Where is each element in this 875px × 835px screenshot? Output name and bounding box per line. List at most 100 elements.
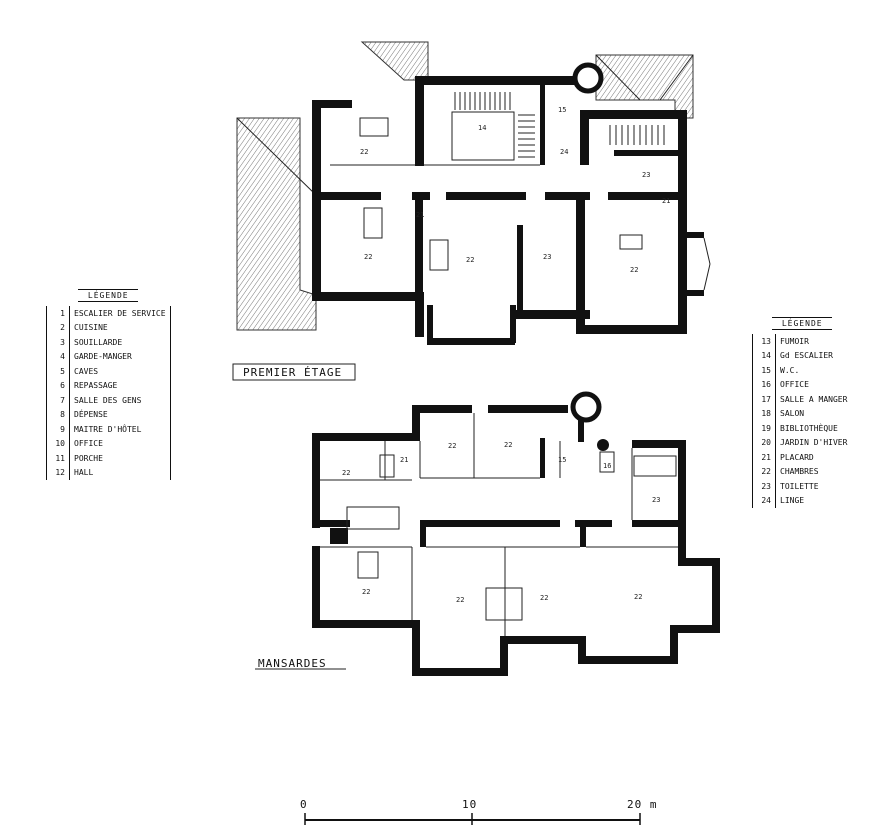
- legend-item-label: FUMOIR: [780, 336, 809, 346]
- legend-item-number: 3: [46, 335, 70, 350]
- bay-window-right: [686, 232, 711, 296]
- roof-hatch-left: [236, 117, 317, 331]
- room-label: 22: [466, 256, 474, 264]
- legend-item-number: 21: [752, 450, 776, 465]
- legend-item: 2 CUISINE: [46, 320, 171, 335]
- scale-label-10: 10: [462, 798, 477, 811]
- scale-label-20: 20 m: [627, 798, 658, 811]
- legend-item-number: 20: [752, 435, 776, 450]
- legend-item-number: 22: [752, 464, 776, 479]
- legend-item-number: 19: [752, 421, 776, 436]
- legend-item-number: 15: [752, 363, 776, 378]
- legend-item-number: 9: [46, 422, 70, 437]
- room-label: 22: [456, 596, 464, 604]
- legend-item-number: 10: [46, 436, 70, 451]
- legend-item-label: SALLE DES GENS: [74, 395, 142, 405]
- legend-item-number: 13: [752, 334, 776, 349]
- legend-item: 14 Gd ESCALIER: [752, 348, 852, 363]
- legend-item-label: JARDIN D'HIVER: [780, 438, 848, 448]
- legend-item-number: 16: [752, 377, 776, 392]
- legend-item-number: 2: [46, 320, 70, 335]
- scale-label-0: 0: [300, 798, 308, 811]
- legend-item-label: Gd ESCALIER: [780, 351, 833, 361]
- legend-item-label: CHAMBRES: [780, 467, 819, 477]
- legend-item-label: CAVES: [74, 366, 99, 376]
- legend-item: 16 OFFICE: [752, 377, 852, 392]
- legend-item-label: SALON: [780, 409, 805, 419]
- legend-item: 24 LINGE: [752, 493, 852, 508]
- legend-item: 1 ESCALIER DE SERVICE: [46, 306, 171, 321]
- room-label: 24: [560, 148, 568, 156]
- legend-item-label: BIBLIOTHÈQUE: [780, 423, 838, 433]
- scale-bar: 0 10 20 m: [300, 798, 658, 825]
- legend-item-number: 23: [752, 479, 776, 494]
- room-label: 22: [540, 594, 548, 602]
- room-label: 21: [400, 456, 408, 464]
- attic-plan: 22 21 22 22 15 16 23 22 22 22 22 MANSARD…: [255, 391, 720, 676]
- legend-table: 1 ESCALIER DE SERVICE 2 CUISINE 3 SOUILLARDE 4…: [46, 306, 171, 480]
- service-staircase: [609, 125, 665, 145]
- grand-staircase: [451, 92, 535, 161]
- attic-title: MANSARDES: [258, 657, 327, 670]
- legend-item-label: REPASSAGE: [74, 381, 118, 391]
- room-label: 22: [364, 253, 372, 261]
- legend-item: 22 CHAMBRES: [752, 464, 852, 479]
- legend-item-label: HALL: [74, 468, 94, 478]
- legend-item-label: SALLE A MANGER: [780, 394, 848, 404]
- room-label: 22: [630, 266, 638, 274]
- legend-item-number: 5: [46, 364, 70, 379]
- legend-item-label: DÉPENSE: [74, 410, 108, 420]
- legend-item-label: PLACARD: [780, 452, 814, 462]
- room-label: 21: [416, 211, 424, 219]
- legend-item: 21 PLACARD: [752, 450, 852, 465]
- legend-item-number: 8: [46, 407, 70, 422]
- legend-item: 17 SALLE A MANGER: [752, 392, 852, 407]
- legend-item-number: 18: [752, 406, 776, 421]
- room-label: 23: [543, 253, 551, 261]
- room-label: 14: [478, 124, 486, 132]
- legend-item: 7 SALLE DES GENS: [46, 393, 171, 408]
- room-label: 22: [342, 469, 350, 477]
- legend-item: 18 SALON: [752, 406, 852, 421]
- legend-item-label: W.C.: [780, 365, 800, 375]
- room-label: 22: [448, 442, 456, 450]
- legend-ground-floor: LÉGENDE 1 ESCALIER DE SERVICE 2 CUISINE 3 SOU…: [46, 289, 171, 480]
- legend-item-number: 1: [46, 306, 70, 321]
- legend-title: LÉGENDE: [78, 289, 139, 302]
- legend-item: 3 SOUILLARDE: [46, 335, 171, 350]
- legend-item-label: LINGE: [780, 496, 805, 506]
- room-label: 22: [504, 441, 512, 449]
- room-label: 15: [558, 106, 566, 114]
- first-floor-plan: 14 15 24 23 22 21 22 22 23 22 21 PREMIER…: [232, 41, 711, 381]
- legend-item: 5 CAVES: [46, 364, 171, 379]
- legend-item-number: 7: [46, 393, 70, 408]
- room-label: 23: [642, 171, 650, 179]
- legend-item-label: PORCHE: [74, 453, 103, 463]
- room-label: 22: [362, 588, 370, 596]
- legend-item-label: GARDE-MANGER: [74, 352, 132, 362]
- legend-item: 13 FUMOIR: [752, 334, 852, 349]
- legend-item-number: 24: [752, 493, 776, 508]
- legend-item-number: 14: [752, 348, 776, 363]
- legend-item-label: OFFICE: [780, 380, 809, 390]
- roof-hatch-top-left: [360, 41, 429, 81]
- legend-item: 19 BIBLIOTHÈQUE: [752, 421, 852, 436]
- legend-item-number: 17: [752, 392, 776, 407]
- legend-item: 8 DÉPENSE: [46, 407, 171, 422]
- legend-item: 15 W.C.: [752, 363, 852, 378]
- roof-hatch-top-right: [595, 54, 694, 119]
- legend-item-label: CUISINE: [74, 323, 108, 333]
- legend-item-label: SOUILLARDE: [74, 337, 123, 347]
- room-label: 16: [603, 462, 611, 470]
- legend-item-label: ESCALIER DE SERVICE: [74, 308, 166, 318]
- room-label: 22: [360, 148, 368, 156]
